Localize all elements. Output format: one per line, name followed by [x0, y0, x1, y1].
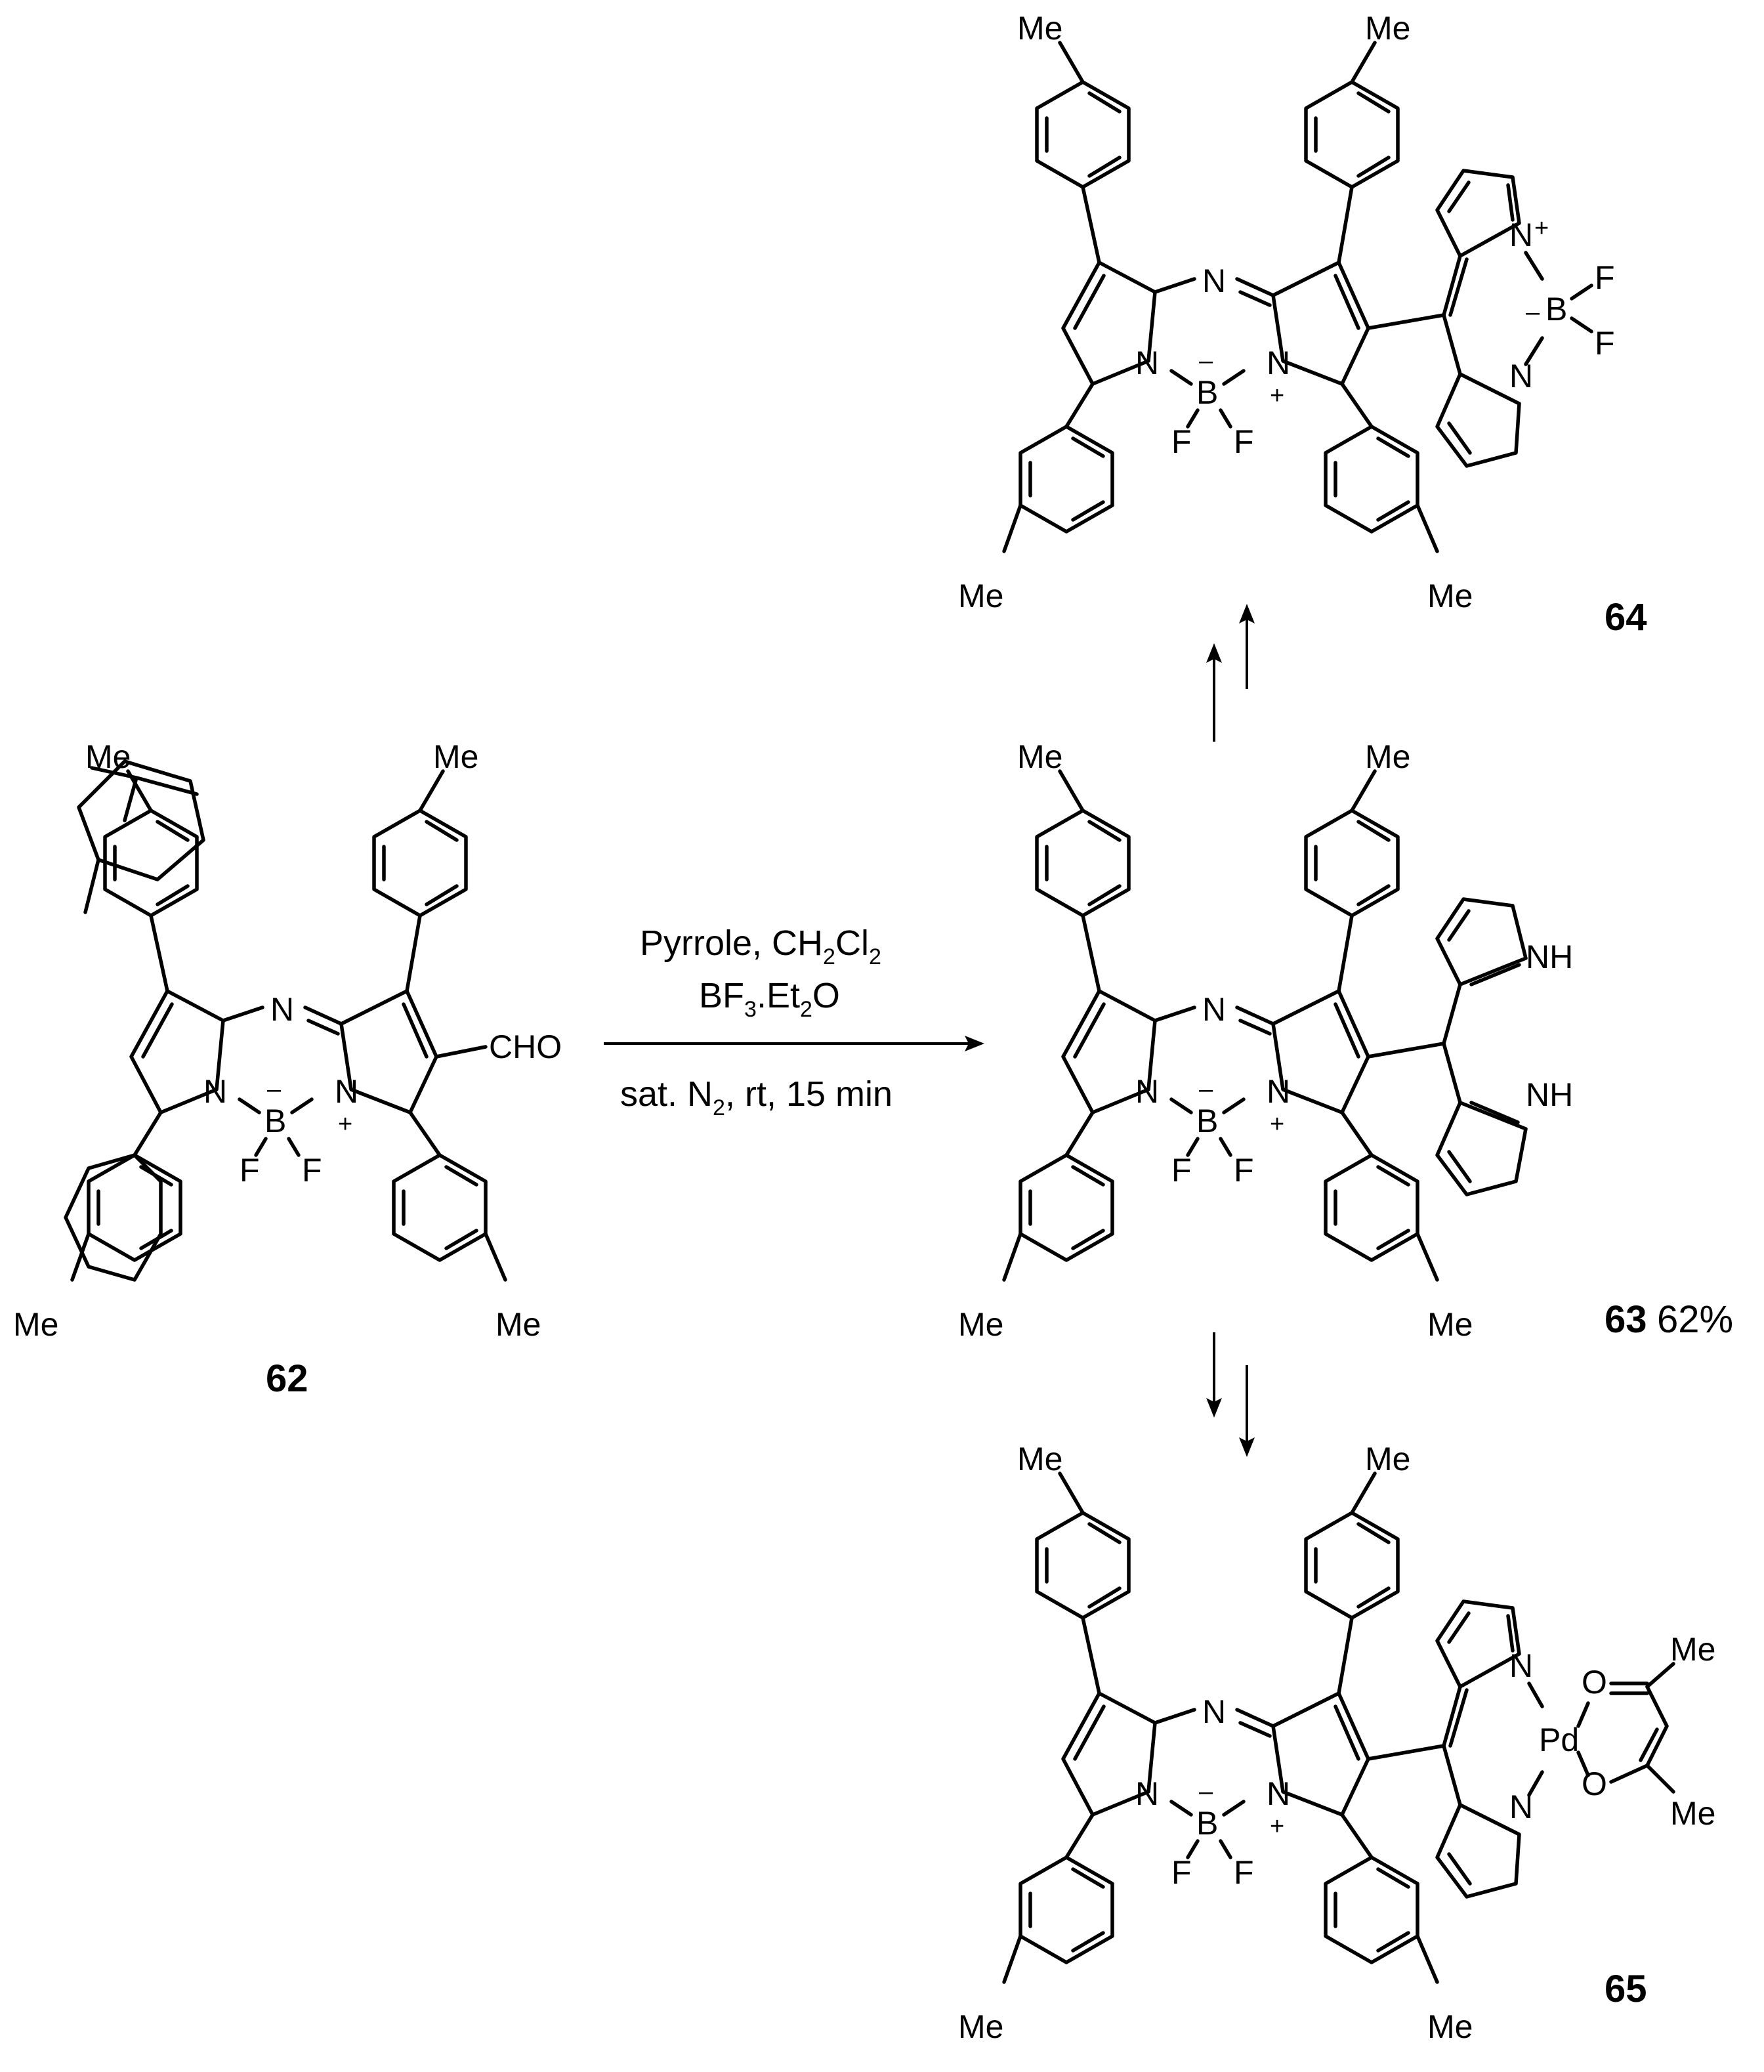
fluorine-label: F	[1595, 259, 1615, 296]
pyrrole-nitrogen-label: N	[1509, 358, 1533, 394]
plus-charge: +	[1270, 1813, 1284, 1840]
minus-charge: –	[1199, 347, 1213, 375]
compound-63-structure: Me Me N N N + B – F F Me Me	[958, 738, 1573, 1343]
oxygen-label: O	[1582, 1664, 1607, 1701]
boron-label: B	[1196, 1103, 1218, 1139]
pyrrole-nitrogen-label: N	[1135, 1775, 1159, 1812]
minus-charge: –	[1199, 1076, 1213, 1103]
minus-charge: –	[1526, 299, 1540, 326]
aza-nitrogen-label: N	[1202, 991, 1226, 1028]
fluorine-label: F	[1234, 1152, 1254, 1189]
pyrrole-nitrogen-label: N	[1135, 345, 1159, 381]
conditions-line3: sat. N	[620, 1074, 713, 1114]
methyl-label: Me	[1017, 1441, 1062, 1477]
oxygen-label: O	[1582, 1765, 1607, 1802]
pyrrole-nitrogen-label: N	[1509, 217, 1533, 253]
conditions-line2: BF	[699, 976, 744, 1015]
boron-label: B	[264, 1103, 286, 1139]
nh-label: NH	[1526, 1076, 1573, 1113]
fluorine-label: F	[302, 1152, 322, 1189]
fluorine-label: F	[240, 1152, 260, 1189]
pyrrole-nitrogen-label: N	[203, 1073, 227, 1110]
compound-number: 63	[1605, 1298, 1647, 1341]
compound-65-structure: Me Me N N N + B – F F Me Me	[958, 1441, 1715, 2045]
boron-label: B	[1196, 374, 1218, 411]
fluorine-label: F	[1171, 423, 1192, 460]
methyl-label: Me	[1365, 738, 1410, 775]
methyl-label: Me	[1670, 1795, 1715, 1832]
plus-charge: +	[1270, 382, 1284, 410]
compound-62-structure: Me Me N N N + B – F F CHO	[13, 738, 562, 1400]
methyl-label: Me	[85, 738, 131, 775]
palladium-label: Pd	[1539, 1722, 1579, 1758]
plus-charge: +	[338, 1110, 352, 1138]
fluorine-label: F	[1171, 1854, 1192, 1891]
plus-charge: +	[1270, 1110, 1284, 1138]
compound-64-structure: Me Me N N N + B – F F Me Me	[958, 10, 1615, 614]
pyrrole-nitrogen-label: N	[1267, 345, 1290, 381]
pyrrole-nitrogen-label: N	[1267, 1775, 1290, 1812]
nh-label: NH	[1526, 939, 1573, 975]
plus-charge: +	[1534, 215, 1549, 242]
pyrrole-nitrogen-label: N	[1135, 1073, 1159, 1110]
methyl-label: Me	[13, 1306, 58, 1343]
arrow-to-65	[1206, 1332, 1255, 1457]
methyl-label: Me	[1427, 1306, 1473, 1343]
methyl-label: Me	[1427, 578, 1473, 614]
reaction-arrow	[604, 1036, 984, 1051]
compound-number: 64	[1605, 596, 1647, 639]
aza-nitrogen-label: N	[1202, 263, 1226, 299]
pyrrole-nitrogen-label: N	[1509, 1647, 1533, 1684]
fluorine-label: F	[1234, 1854, 1254, 1891]
aldehyde-label: CHO	[489, 1028, 562, 1065]
methyl-label: Me	[958, 2008, 1003, 2045]
aza-nitrogen-label: N	[1202, 1693, 1226, 1730]
reaction-conditions: Pyrrole, CH2Cl2 BF3.Et2O sat. N2, rt, 15…	[620, 923, 892, 1120]
fluorine-label: F	[1234, 423, 1254, 460]
methyl-label: Me	[1017, 10, 1062, 47]
methyl-label: Me	[1427, 2008, 1473, 2045]
svg-text:sat. N2, rt, 15 min: sat. N2, rt, 15 min	[620, 1074, 892, 1120]
aza-nitrogen-label: N	[270, 991, 294, 1028]
minus-charge: –	[1199, 1778, 1213, 1806]
boron-label: B	[1545, 291, 1567, 328]
methyl-label: Me	[495, 1306, 541, 1343]
methyl-label: Me	[1017, 738, 1062, 775]
methyl-label: Me	[958, 1306, 1003, 1343]
pyrrole-nitrogen-label: N	[335, 1073, 358, 1110]
compound-number: 65	[1605, 1968, 1647, 2010]
svg-text:Pyrrole, CH2Cl2: Pyrrole, CH2Cl2	[640, 923, 881, 969]
methyl-label: Me	[1670, 1631, 1715, 1668]
methyl-label: Me	[1365, 10, 1410, 47]
compound-number: 62	[266, 1357, 308, 1400]
conditions-line1: Pyrrole, CH	[640, 923, 823, 963]
fluorine-label: F	[1171, 1152, 1192, 1189]
minus-charge: –	[267, 1076, 282, 1103]
methyl-label: Me	[958, 578, 1003, 614]
methyl-label: Me	[1365, 1441, 1410, 1477]
svg-text:BF3.Et2O: BF3.Et2O	[699, 976, 840, 1022]
arrow-to-64	[1206, 604, 1255, 742]
boron-label: B	[1196, 1805, 1218, 1842]
compound-yield: 62%	[1657, 1298, 1733, 1341]
fluorine-label: F	[1595, 325, 1615, 362]
methyl-label: Me	[433, 738, 478, 775]
pyrrole-nitrogen-label: N	[1267, 1073, 1290, 1110]
